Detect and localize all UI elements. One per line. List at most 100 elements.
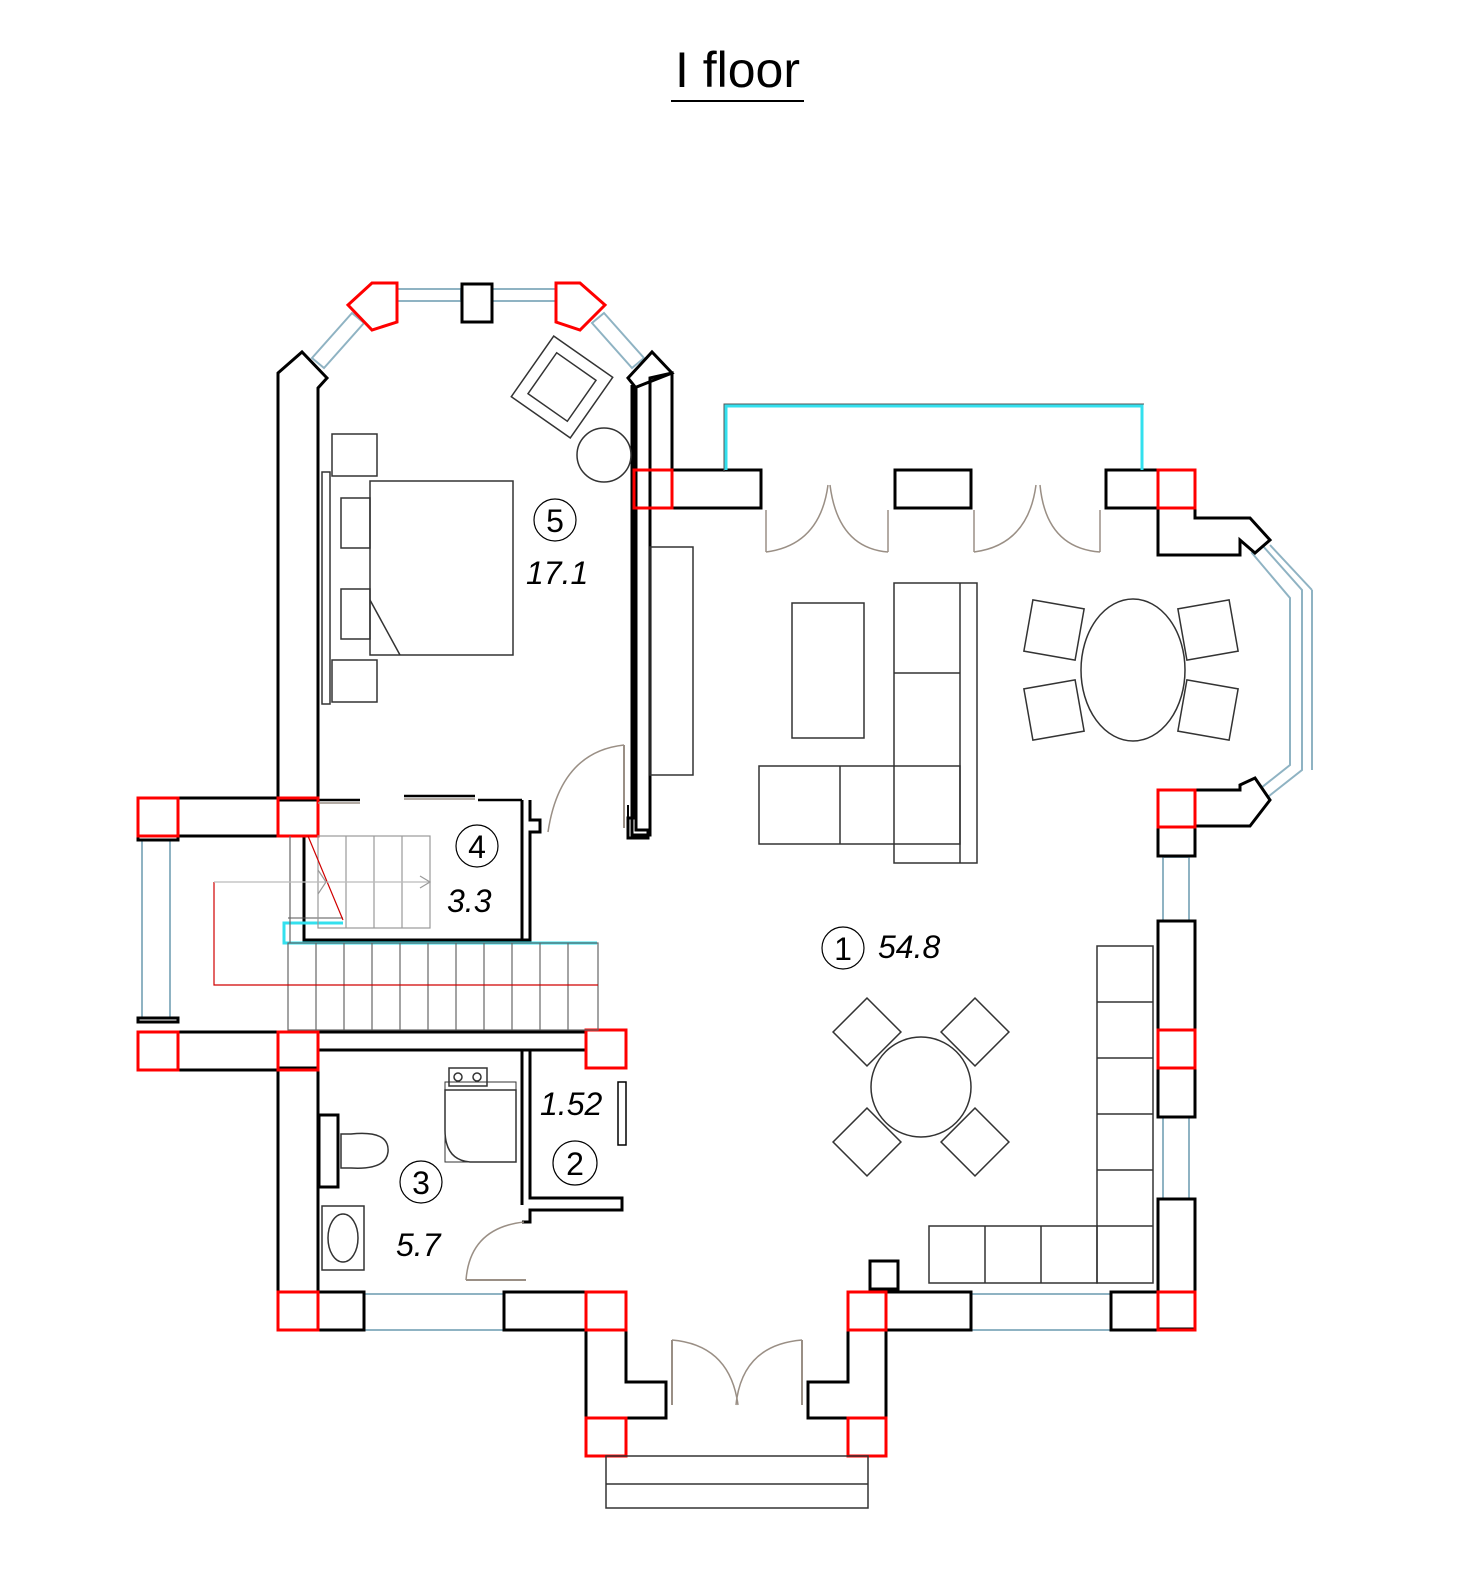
- room-labels: 1 54.8 2 1.52 3 5.7 4 3.3 5 17.1: [396, 498, 940, 1263]
- wall-segment: [276, 349, 330, 802]
- sink: [321, 1205, 365, 1271]
- room-number: 3: [412, 1165, 430, 1201]
- room-area: 54.8: [878, 929, 940, 965]
- plan-line: [444, 1081, 517, 1163]
- round-table: [870, 1036, 972, 1138]
- wall-segment: [806, 1290, 973, 1420]
- plan-line: [1023, 599, 1085, 661]
- column: [1156, 468, 1197, 510]
- plan-line: [213, 882, 598, 986]
- chair: [1177, 599, 1239, 661]
- stairs: [287, 835, 599, 1031]
- plan-line: [1177, 599, 1239, 661]
- plan-line: [939, 1106, 1011, 1178]
- plan-title-text: I floor: [670, 42, 805, 102]
- window: [363, 1293, 505, 1331]
- column: [1156, 1290, 1197, 1332]
- room-5-label: 5 17.1: [526, 498, 588, 591]
- pillow: [340, 497, 371, 549]
- furniture: [317, 334, 1239, 1509]
- plan-line: [307, 835, 344, 921]
- wall-segment: [176, 1030, 280, 1072]
- columns: [136, 281, 1197, 1458]
- side-table: [576, 427, 632, 483]
- wall-segment: [316, 1290, 366, 1332]
- chair: [939, 996, 1011, 1068]
- column: [554, 281, 608, 332]
- bed: [369, 480, 514, 656]
- room-number-circle: [399, 1160, 443, 1204]
- room-number-circle: [821, 926, 865, 970]
- window: [1269, 544, 1313, 591]
- stair-direction: [213, 835, 598, 986]
- plan-line: [831, 1106, 903, 1178]
- sofa: [758, 765, 961, 845]
- coffee-table: [791, 602, 865, 739]
- wall-segment: [893, 468, 973, 510]
- headboard: [321, 471, 331, 705]
- plan-line: [317, 869, 327, 895]
- column: [1156, 1028, 1197, 1070]
- porch-step: [605, 1455, 869, 1509]
- interior-wall: [318, 794, 522, 802]
- wall-segment: [630, 371, 674, 837]
- wall-segment: [176, 796, 280, 838]
- wall-segment: [460, 282, 494, 324]
- wall-segment: [670, 468, 763, 510]
- vent-shaft: [868, 1259, 900, 1291]
- beam: [724, 404, 1144, 470]
- wall-segment: [316, 1030, 588, 1052]
- plan-line: [939, 996, 1011, 1068]
- chair: [1177, 679, 1239, 741]
- door-swing: [829, 484, 889, 553]
- column: [276, 1290, 320, 1332]
- chair: [831, 1106, 903, 1178]
- room-number-circle: [533, 498, 577, 542]
- wall-segment: [1109, 1290, 1160, 1332]
- window: [970, 1293, 1112, 1331]
- column: [136, 796, 180, 838]
- doors: [318, 484, 1101, 1406]
- window: [1162, 856, 1190, 922]
- beam: [723, 403, 1144, 472]
- column: [632, 468, 674, 510]
- room-area: 1.52: [540, 1086, 602, 1122]
- room-2-label: 2 1.52: [540, 1086, 602, 1186]
- room-number-circle: [552, 1140, 598, 1186]
- column: [276, 796, 320, 838]
- wall-segment: [1156, 1197, 1197, 1331]
- column: [846, 1416, 888, 1458]
- window: [310, 311, 366, 370]
- room-1-label: 1 54.8: [821, 926, 940, 970]
- column: [1156, 788, 1197, 829]
- column: [846, 1290, 888, 1332]
- room-3-label: 3 5.7: [396, 1160, 443, 1263]
- interior-wall: [522, 1050, 624, 1224]
- room-number: 1: [834, 931, 852, 967]
- wall-segment: [1156, 919, 1197, 1119]
- plan-line: [419, 875, 432, 889]
- wall-segment: [584, 1328, 668, 1420]
- chair: [939, 1106, 1011, 1178]
- door-swing: [1039, 484, 1101, 553]
- chair: [831, 996, 903, 1068]
- door-swing: [547, 744, 625, 833]
- column: [584, 1290, 628, 1332]
- room-number: 5: [546, 503, 564, 539]
- nightstand: [331, 659, 378, 703]
- column: [136, 1030, 180, 1072]
- window: [590, 311, 646, 370]
- wall-segment: [502, 1290, 588, 1332]
- armchair: [510, 334, 614, 440]
- room-area: 3.3: [447, 883, 492, 919]
- interior-wall: [617, 1081, 627, 1146]
- plan-title: I floor: [0, 42, 1475, 102]
- plan-line: [510, 334, 614, 440]
- column: [345, 281, 399, 332]
- plan-line: [453, 1072, 463, 1082]
- window: [141, 837, 171, 1021]
- stair-run: [287, 942, 599, 1031]
- door-swing: [973, 484, 1037, 553]
- interior-walls: [302, 794, 629, 1224]
- wall-segment: [1156, 506, 1273, 557]
